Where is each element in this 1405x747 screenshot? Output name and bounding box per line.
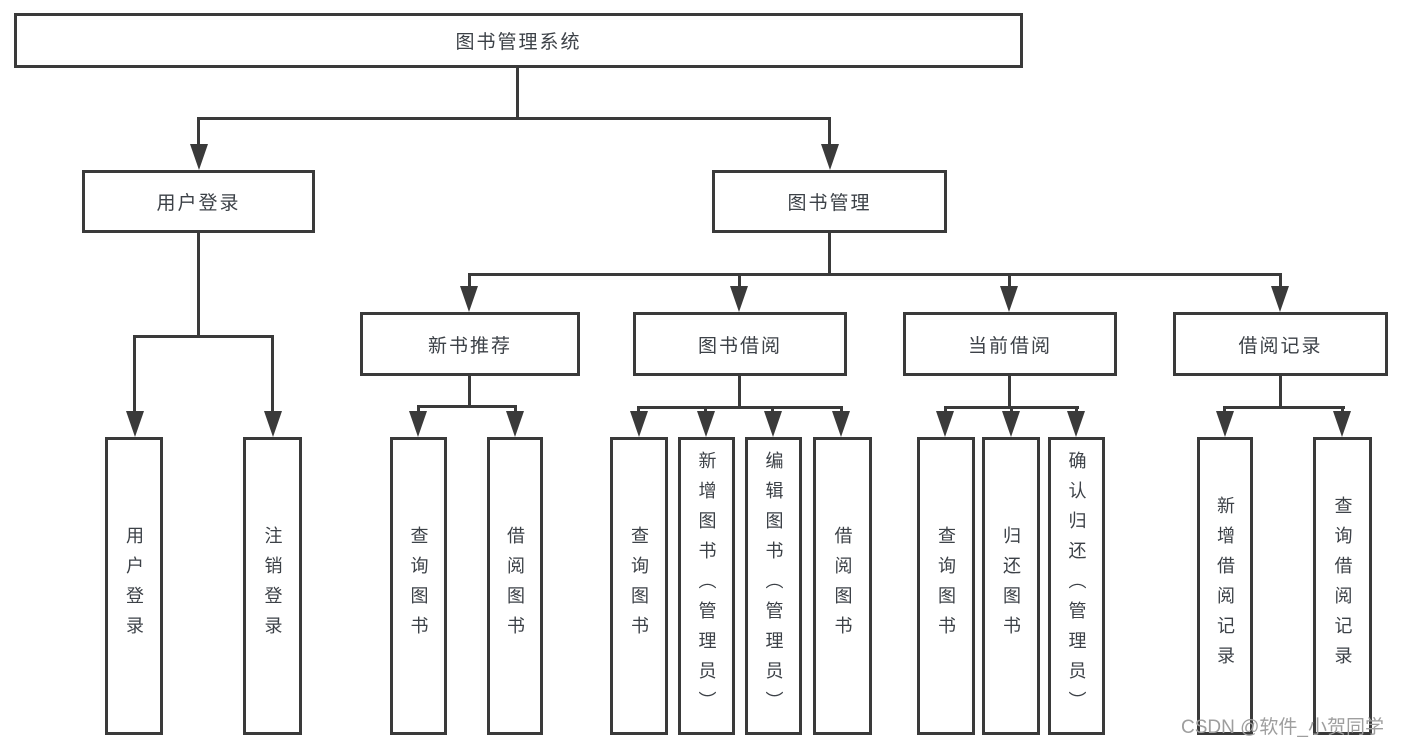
connector-borrow-arm3 (771, 406, 774, 414)
leaf-logout-label: 注销登录 (262, 526, 283, 646)
connector-records-arm1 (1223, 406, 1226, 414)
node-root-label: 图书管理系统 (455, 32, 582, 53)
connector-userlogin-arm2 (271, 335, 274, 413)
connector-userlogin-trunk (197, 233, 200, 337)
connector-root-arm-left (197, 117, 200, 147)
arrow-down-icon (506, 411, 524, 437)
leaf-borrow-borrow: 借阅图书 (813, 437, 872, 735)
connector-bookmgmt-arm4 (1279, 273, 1282, 289)
leaf-current-confirm: 确认归还（管理员） (1048, 437, 1105, 735)
node-user-login-label: 用户登录 (156, 193, 241, 214)
arrow-down-icon (1000, 286, 1018, 312)
connector-newbook-crossbar (417, 405, 517, 408)
node-new-book-rec: 新书推荐 (360, 312, 580, 376)
arrow-down-icon (832, 411, 850, 437)
arrow-down-icon (126, 411, 144, 437)
connector-records-trunk (1279, 376, 1282, 407)
leaf-records-add: 新增借阅记录 (1197, 437, 1253, 735)
leaf-records-query-label: 查询借阅记录 (1332, 496, 1353, 676)
arrow-down-icon (1333, 411, 1351, 437)
arrow-down-icon (730, 286, 748, 312)
connector-newbook-trunk (468, 376, 471, 407)
node-book-mgmt: 图书管理 (712, 170, 947, 233)
leaf-borrow-query: 查询图书 (610, 437, 668, 735)
arrow-down-icon (460, 286, 478, 312)
connector-newbook-arm2 (514, 405, 517, 414)
connector-borrow-arm1 (637, 406, 640, 414)
connector-root-trunk (516, 68, 519, 118)
arrow-down-icon (1271, 286, 1289, 312)
connector-borrow-arm4 (840, 406, 843, 414)
node-current-borrow: 当前借阅 (903, 312, 1117, 376)
arrow-down-icon (1002, 411, 1020, 437)
connector-borrow-arm2 (704, 406, 707, 414)
leaf-user-login: 用户登录 (105, 437, 163, 735)
leaf-current-query-label: 查询图书 (936, 526, 956, 646)
arrow-down-icon (821, 144, 839, 170)
leaf-borrow-borrow-label: 借阅图书 (832, 526, 853, 646)
connector-bookmgmt-trunk (828, 233, 831, 275)
node-borrow-records: 借阅记录 (1173, 312, 1388, 376)
arrow-down-icon (697, 411, 715, 437)
node-user-login: 用户登录 (82, 170, 315, 233)
watermark: CSDN @软件_小贺同学 (1181, 717, 1384, 738)
arrow-down-icon (190, 144, 208, 170)
node-current-borrow-label: 当前借阅 (967, 335, 1052, 357)
node-new-book-rec-label: 新书推荐 (427, 335, 512, 357)
connector-borrow-crossbar (637, 406, 843, 409)
connector-records-arm2 (1341, 406, 1344, 414)
connector-current-trunk (1008, 376, 1011, 407)
connector-bookmgmt-crossbar (468, 273, 1282, 276)
connector-root-crossbar (197, 117, 831, 120)
leaf-newbook-borrow: 借阅图书 (487, 437, 543, 735)
leaf-user-login-label: 用户登录 (124, 526, 144, 646)
connector-bookmgmt-arm2 (738, 273, 741, 289)
connector-records-crossbar (1223, 406, 1345, 409)
arrow-down-icon (1067, 411, 1085, 437)
leaf-borrow-add-label: 新增图书（管理员） (696, 451, 717, 721)
connector-userlogin-crossbar (133, 335, 274, 338)
leaf-newbook-query: 查询图书 (390, 437, 447, 735)
node-book-borrow-label: 图书借阅 (697, 335, 782, 357)
leaf-records-add-label: 新增借阅记录 (1215, 496, 1235, 676)
node-book-borrow: 图书借阅 (633, 312, 847, 376)
leaf-borrow-edit-label: 编辑图书（管理员） (763, 451, 784, 721)
connector-newbook-arm1 (417, 405, 420, 414)
leaf-borrow-query-label: 查询图书 (629, 526, 649, 646)
arrow-down-icon (630, 411, 648, 437)
connector-current-arm1 (944, 406, 947, 414)
arrow-down-icon (264, 411, 282, 437)
node-borrow-records-label: 借阅记录 (1238, 335, 1323, 357)
arrow-down-icon (1216, 411, 1234, 437)
leaf-newbook-query-label: 查询图书 (408, 526, 429, 646)
connector-bookmgmt-arm1 (468, 273, 471, 289)
leaf-records-query: 查询借阅记录 (1313, 437, 1372, 735)
connector-userlogin-arm1 (133, 335, 136, 413)
node-root: 图书管理系统 (14, 13, 1023, 68)
leaf-current-confirm-label: 确认归还（管理员） (1066, 451, 1087, 721)
arrow-down-icon (764, 411, 782, 437)
connector-borrow-trunk (738, 376, 741, 408)
leaf-logout: 注销登录 (243, 437, 302, 735)
leaf-current-return: 归还图书 (982, 437, 1040, 735)
leaf-current-return-label: 归还图书 (1001, 526, 1021, 646)
connector-current-arm2 (1010, 406, 1013, 414)
connector-bookmgmt-arm3 (1008, 273, 1011, 289)
arrow-down-icon (409, 411, 427, 437)
leaf-borrow-add: 新增图书（管理员） (678, 437, 735, 735)
connector-root-arm-right (828, 117, 831, 147)
leaf-newbook-borrow-label: 借阅图书 (505, 526, 525, 646)
leaf-borrow-edit: 编辑图书（管理员） (745, 437, 802, 735)
leaf-current-query: 查询图书 (917, 437, 975, 735)
connector-current-arm3 (1075, 406, 1078, 414)
arrow-down-icon (936, 411, 954, 437)
node-book-mgmt-label: 图书管理 (787, 193, 872, 214)
